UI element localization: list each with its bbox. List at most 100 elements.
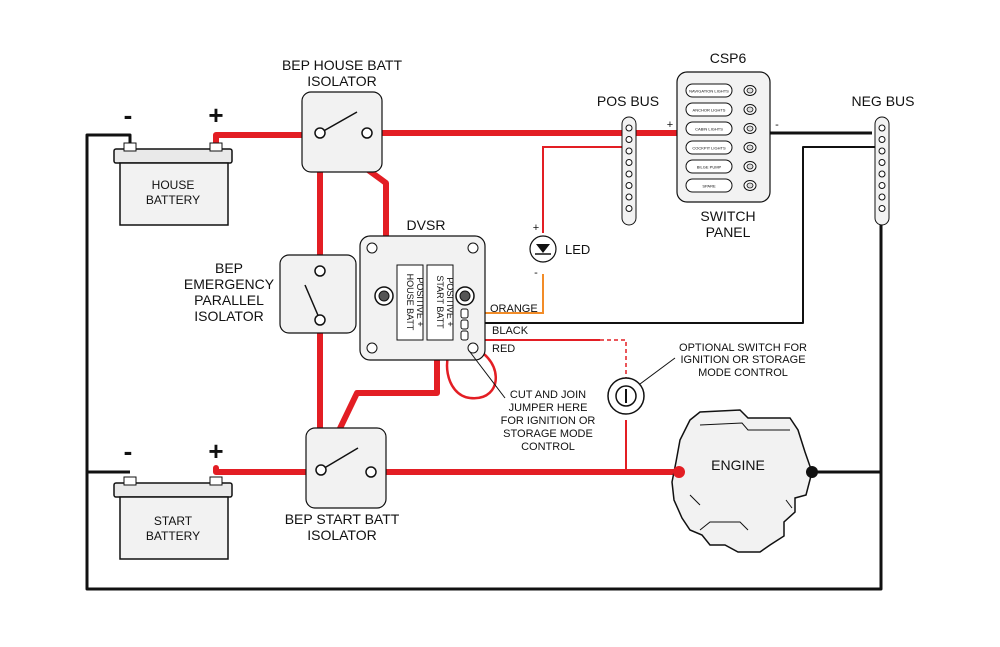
emergency-isolator-terminal-2 bbox=[314, 314, 326, 326]
house-isolator-switch-arm bbox=[319, 111, 358, 134]
led-diode-symbol bbox=[536, 244, 550, 253]
pos-bus-studs bbox=[625, 124, 633, 212]
house-negative-wire bbox=[85, 133, 883, 591]
house-battery-minus: - bbox=[124, 100, 133, 130]
start-isolator-body bbox=[305, 427, 387, 509]
dvsr-house-label-1: HOUSE BATT bbox=[405, 274, 415, 331]
house-positive-wire bbox=[213, 132, 323, 149]
emergency-isolator-label-4: ISOLATOR bbox=[194, 308, 264, 324]
dvsr-black-wire bbox=[470, 146, 880, 324]
engine-detail-top bbox=[699, 422, 790, 431]
dvsr-start-label-plate bbox=[426, 264, 454, 341]
optional-switch: OPTIONAL SWITCH FOR IGNITION OR STORAGE … bbox=[607, 342, 807, 415]
rocker-switch[interactable] bbox=[685, 83, 733, 98]
cut-join-label-4: STORAGE MODE bbox=[503, 428, 593, 440]
rocker-switch[interactable] bbox=[685, 140, 733, 155]
rocker-label: NAVIGATION LIGHTS bbox=[689, 89, 729, 94]
engine-positive-terminal bbox=[673, 466, 685, 478]
breaker-button-inner bbox=[746, 125, 754, 132]
house-isolator-terminal-2 bbox=[361, 127, 373, 139]
pos-bus-stud bbox=[625, 147, 633, 155]
switch-rows: NAVIGATION LIGHTS ANCHOR LIGHTS CABIN LIGH… bbox=[685, 83, 757, 193]
pos-bus-label: POS BUS bbox=[597, 93, 659, 109]
led-minus: - bbox=[534, 267, 538, 279]
cut-join-leader bbox=[469, 351, 506, 399]
start-battery-plus: + bbox=[208, 436, 223, 466]
neg-bus-stud bbox=[878, 182, 886, 189]
jumper-loop-wire bbox=[445, 339, 497, 400]
start-battery-terminal-neg bbox=[123, 476, 137, 486]
engine-detail-side bbox=[689, 494, 793, 531]
rocker-label: SPARE bbox=[702, 184, 716, 189]
engine-block bbox=[671, 409, 813, 553]
led-label: LED bbox=[565, 242, 590, 257]
start-isolator-terminal-1 bbox=[315, 464, 327, 476]
switch-panel: CSP6 NAVIGATION LIGHTS ANCHOR LIGHTS CABIN… bbox=[676, 50, 771, 240]
start-isolator: BEP START BATT ISOLATOR bbox=[285, 427, 400, 543]
pos-bus-stud bbox=[625, 124, 633, 132]
emergency-isolator-label-1: BEP bbox=[215, 260, 243, 276]
neg-bus-label: NEG BUS bbox=[851, 93, 914, 109]
rocker-switch[interactable] bbox=[685, 102, 733, 117]
house-isolator-label-1: BEP HOUSE BATT bbox=[282, 57, 403, 73]
neg-bus: NEG BUS - bbox=[775, 93, 915, 226]
start-isolator-label-1: BEP START BATT bbox=[285, 511, 400, 527]
pos-bus-plus: + bbox=[667, 119, 673, 131]
led: LED + - bbox=[529, 222, 590, 279]
dvsr-start-label-1: START BATT bbox=[435, 275, 445, 329]
breaker-button-inner bbox=[746, 163, 754, 170]
neg-bus-stud bbox=[878, 147, 886, 155]
neg-bus-stud bbox=[878, 193, 886, 201]
led-positive-wire bbox=[542, 146, 628, 233]
start-battery-minus: - bbox=[124, 436, 133, 466]
emergency-isolator-label-2: EMERGENCY bbox=[184, 276, 275, 292]
start-battery-label-2: BATTERY bbox=[146, 529, 200, 543]
engine-label: ENGINE bbox=[711, 457, 765, 473]
pos-bus-stud bbox=[625, 170, 633, 178]
house-isolator-terminal-1 bbox=[314, 127, 326, 139]
dvsr-label: DVSR bbox=[407, 217, 446, 233]
house-isolator-label-2: ISOLATOR bbox=[307, 73, 377, 89]
start-battery: - + START BATTERY bbox=[113, 436, 233, 560]
rocker-label: CABIN LIGHTS bbox=[695, 127, 723, 132]
csp6-label: CSP6 bbox=[710, 50, 747, 66]
rocker-switch[interactable] bbox=[685, 121, 733, 136]
cut-join-note: CUT AND JOIN JUMPER HERE FOR IGNITION OR… bbox=[469, 351, 595, 453]
rocker-label: BILGE PUMP bbox=[697, 165, 722, 170]
neg-bus-stud bbox=[878, 170, 886, 178]
house-battery: - + HOUSE BATTERY bbox=[113, 100, 233, 226]
start-battery-body bbox=[119, 496, 229, 560]
neg-bus-studs bbox=[878, 124, 886, 212]
switch-panel-label-2: PANEL bbox=[706, 224, 751, 240]
start-isolator-terminal-2 bbox=[365, 466, 377, 478]
dvsr-mount-hole-tr bbox=[467, 242, 479, 254]
engine-ground-terminal bbox=[806, 466, 818, 478]
house-battery-label-1: HOUSE bbox=[152, 178, 195, 192]
neg-bus-stud bbox=[878, 124, 886, 132]
neg-bus-minus: - bbox=[775, 119, 779, 131]
breaker-button-inner bbox=[746, 106, 754, 113]
rocker-label: ANCHOR LIGHTS bbox=[693, 108, 726, 113]
dvsr-orange-wire bbox=[470, 274, 544, 314]
rocker-switch[interactable] bbox=[685, 159, 733, 174]
start-positive-wire bbox=[213, 465, 323, 475]
pos-bus-stud bbox=[625, 136, 633, 143]
house-battery-terminal-pos bbox=[209, 142, 223, 152]
house-isolator-body bbox=[301, 91, 383, 173]
rocker-switch[interactable] bbox=[685, 178, 733, 193]
dvsr-start-stud-inner bbox=[459, 290, 471, 302]
red-wire-label: RED bbox=[492, 343, 515, 355]
dvsr-house-stud-inner bbox=[378, 290, 390, 302]
breaker-button-inner bbox=[746, 87, 754, 94]
house-battery-body bbox=[119, 162, 229, 226]
pos-bus: POS BUS + bbox=[597, 93, 673, 226]
house-battery-plus: + bbox=[208, 100, 223, 130]
dvsr-orange-spade bbox=[460, 308, 469, 319]
breaker-button-inner bbox=[746, 182, 754, 189]
dvsr-mount-hole-tl bbox=[366, 242, 378, 254]
negative-wiring bbox=[85, 131, 883, 591]
dvsr: DVSR HOUSE BATT POSITIVE + START BATT PO… bbox=[359, 217, 538, 361]
rocker-label: COCKPIT LIGHTS bbox=[692, 146, 726, 151]
optional-switch-label-2: IGNITION OR STORAGE bbox=[680, 354, 805, 366]
